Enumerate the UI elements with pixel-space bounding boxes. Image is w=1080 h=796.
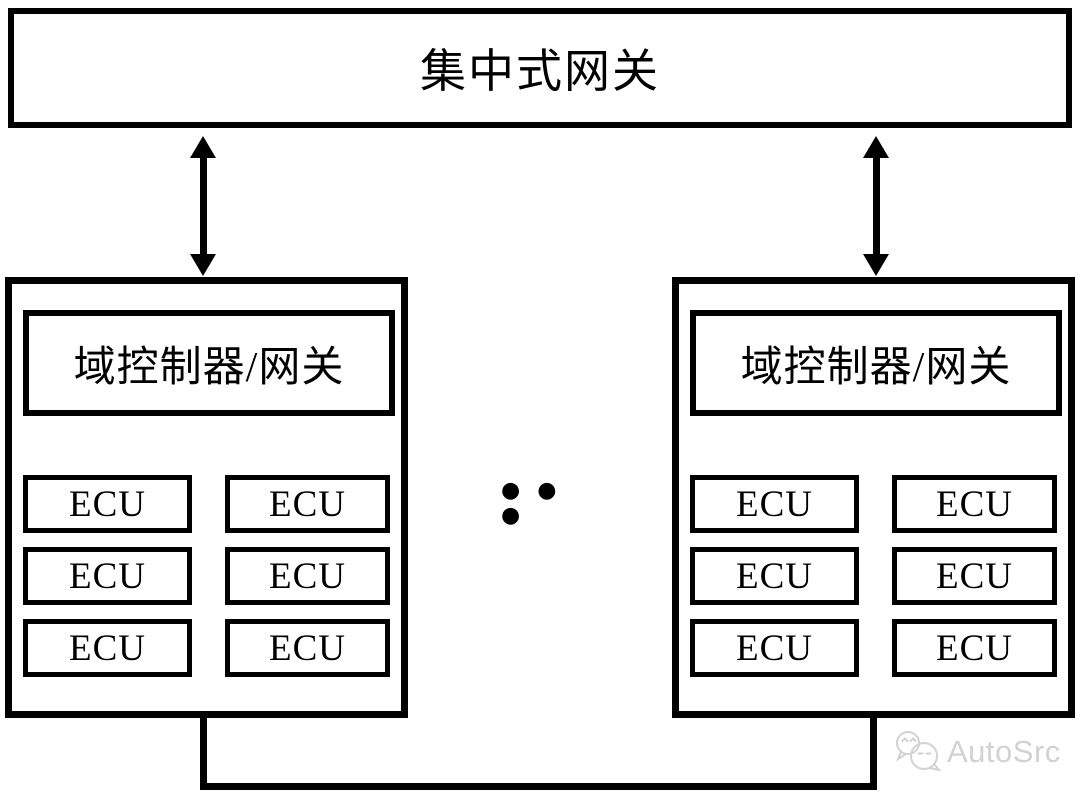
watermark: AutoSrc	[894, 727, 1061, 777]
double-arrow-left	[188, 136, 218, 276]
domain-controller-label: 域控制器/网关	[740, 344, 1012, 391]
ecu-label: ECU	[936, 627, 1013, 669]
ecu-label: ECU	[269, 483, 346, 525]
more-domains-ellipsis-icon: ● ● ●	[501, 478, 562, 528]
ecu-box: ECU	[892, 619, 1057, 677]
ecu-label: ECU	[69, 627, 146, 669]
ecu-box: ECU	[892, 475, 1057, 533]
ecu-box: ECU	[23, 619, 192, 677]
ecu-box: ECU	[225, 619, 390, 677]
centralized-gateway-label: 集中式网关	[420, 46, 660, 97]
ecu-box: ECU	[690, 547, 859, 605]
centralized-gateway-box: 集中式网关	[8, 8, 1072, 128]
ecu-box: ECU	[225, 547, 390, 605]
ecu-box: ECU	[23, 547, 192, 605]
arrow-shaft	[199, 154, 207, 258]
ecu-box: ECU	[690, 475, 859, 533]
double-arrow-right	[861, 136, 891, 276]
arrow-up-head-icon	[863, 136, 889, 158]
ecu-label: ECU	[269, 627, 346, 669]
ecu-label: ECU	[736, 555, 813, 597]
arrow-down-head-icon	[190, 254, 216, 276]
wechat-chat-bubbles-icon	[895, 731, 942, 772]
domain-controller-box-left: 域控制器/网关	[23, 310, 395, 416]
ecu-label: ECU	[269, 555, 346, 597]
ecu-label: ECU	[69, 555, 146, 597]
domain-panel-left: 域控制器/网关 ECU ECU ECU ECU ECU ECU	[5, 277, 408, 718]
ecu-grid-right: ECU ECU ECU ECU ECU ECU	[690, 475, 1057, 677]
ecu-label: ECU	[936, 483, 1013, 525]
ecu-box: ECU	[225, 475, 390, 533]
ecu-label: ECU	[936, 555, 1013, 597]
domain-controller-label: 域控制器/网关	[73, 344, 345, 391]
ecu-box: ECU	[690, 619, 859, 677]
arrow-up-head-icon	[190, 136, 216, 158]
domain-controller-box-right: 域控制器/网关	[690, 310, 1062, 416]
bus-connector-bottom-segment	[200, 783, 877, 790]
ecu-box: ECU	[892, 547, 1057, 605]
bus-connector-left-segment	[200, 712, 207, 790]
arrow-down-head-icon	[863, 254, 889, 276]
arrow-shaft	[872, 154, 880, 258]
ecu-label: ECU	[736, 483, 813, 525]
ecu-grid-left: ECU ECU ECU ECU ECU ECU	[23, 475, 390, 677]
ecu-label: ECU	[69, 483, 146, 525]
ecu-box: ECU	[23, 475, 192, 533]
ecu-label: ECU	[736, 627, 813, 669]
bus-connector-right-segment	[870, 712, 877, 790]
watermark-text: AutoSrc	[947, 734, 1061, 769]
domain-panel-right: 域控制器/网关 ECU ECU ECU ECU ECU ECU	[672, 277, 1075, 718]
